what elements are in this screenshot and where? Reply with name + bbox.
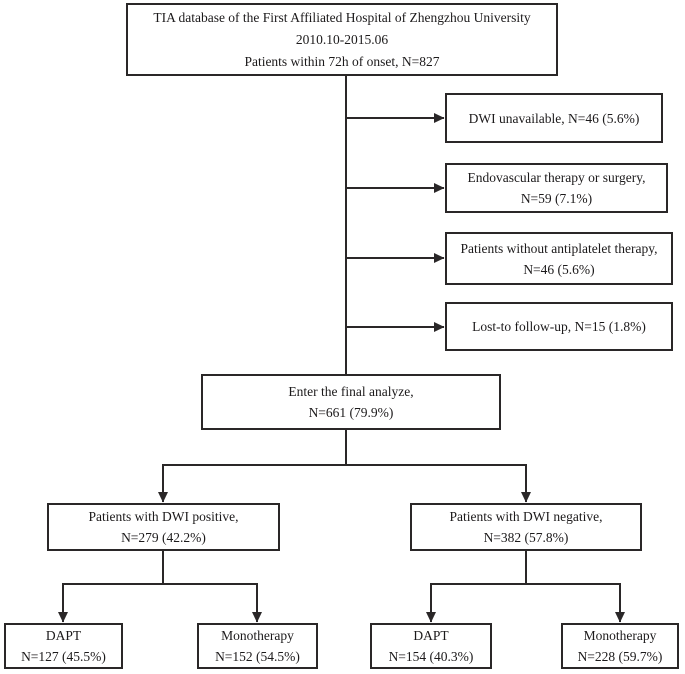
- node-text: N=228 (59.7%): [577, 649, 663, 664]
- node-text: Endovascular therapy or surgery,: [467, 170, 646, 185]
- node-source-database: TIA database of the First Affiliated Hos…: [126, 3, 558, 76]
- node-text: DWI unavailable, N=46 (5.6%): [468, 110, 640, 126]
- node-dwi-positive: Patients with DWI positive, N=279 (42.2%…: [47, 503, 280, 551]
- node-excl-no-antiplatelet: Patients without antiplatelet therapy, N…: [445, 232, 673, 285]
- node-text: Patients with DWI negative,: [449, 509, 603, 524]
- node-text: Monotherapy: [583, 628, 657, 643]
- node-text: Patients without antiplatelet therapy,: [460, 240, 658, 256]
- node-text: N=279 (42.2%): [121, 530, 206, 545]
- node-text: DAPT: [45, 628, 82, 643]
- node-text: N=661 (79.9%): [308, 405, 394, 420]
- node-dwineg-dapt: DAPT N=154 (40.3%): [370, 623, 492, 669]
- node-text: Lost-to follow-up, N=15 (1.8%): [472, 319, 646, 334]
- node-dwi-negative: Patients with DWI negative, N=382 (57.8%…: [410, 503, 642, 551]
- node-text: 2010.10-2015.06: [295, 31, 389, 47]
- node-final-analyze: Enter the final analyze, N=661 (79.9%): [201, 374, 501, 430]
- node-text: N=127 (45.5%): [21, 649, 106, 664]
- node-text: TIA database of the First Affiliated Hos…: [153, 9, 531, 25]
- node-text: Patients within 72h of onset, N=827: [244, 53, 440, 69]
- node-text: Monotherapy: [221, 628, 294, 643]
- node-text: DAPT: [413, 628, 449, 643]
- node-dwineg-monotherapy: Monotherapy N=228 (59.7%): [561, 623, 679, 669]
- node-text: Enter the final analyze,: [288, 384, 414, 399]
- node-dwipos-monotherapy: Monotherapy N=152 (54.5%): [197, 623, 318, 669]
- node-excl-endovascular: Endovascular therapy or surgery, N=59 (7…: [445, 163, 668, 213]
- node-text: N=59 (7.1%): [520, 191, 593, 206]
- node-text: N=154 (40.3%): [388, 649, 474, 664]
- node-excl-lost-followup: Lost-to follow-up, N=15 (1.8%): [445, 302, 673, 351]
- node-text: N=152 (54.5%): [215, 649, 300, 664]
- node-text: N=46 (5.6%): [523, 261, 595, 277]
- node-text: Patients with DWI positive,: [88, 509, 239, 524]
- node-text: N=382 (57.8%): [483, 530, 569, 545]
- node-excl-dwi-unavailable: DWI unavailable, N=46 (5.6%): [445, 93, 663, 143]
- node-dwipos-dapt: DAPT N=127 (45.5%): [4, 623, 123, 669]
